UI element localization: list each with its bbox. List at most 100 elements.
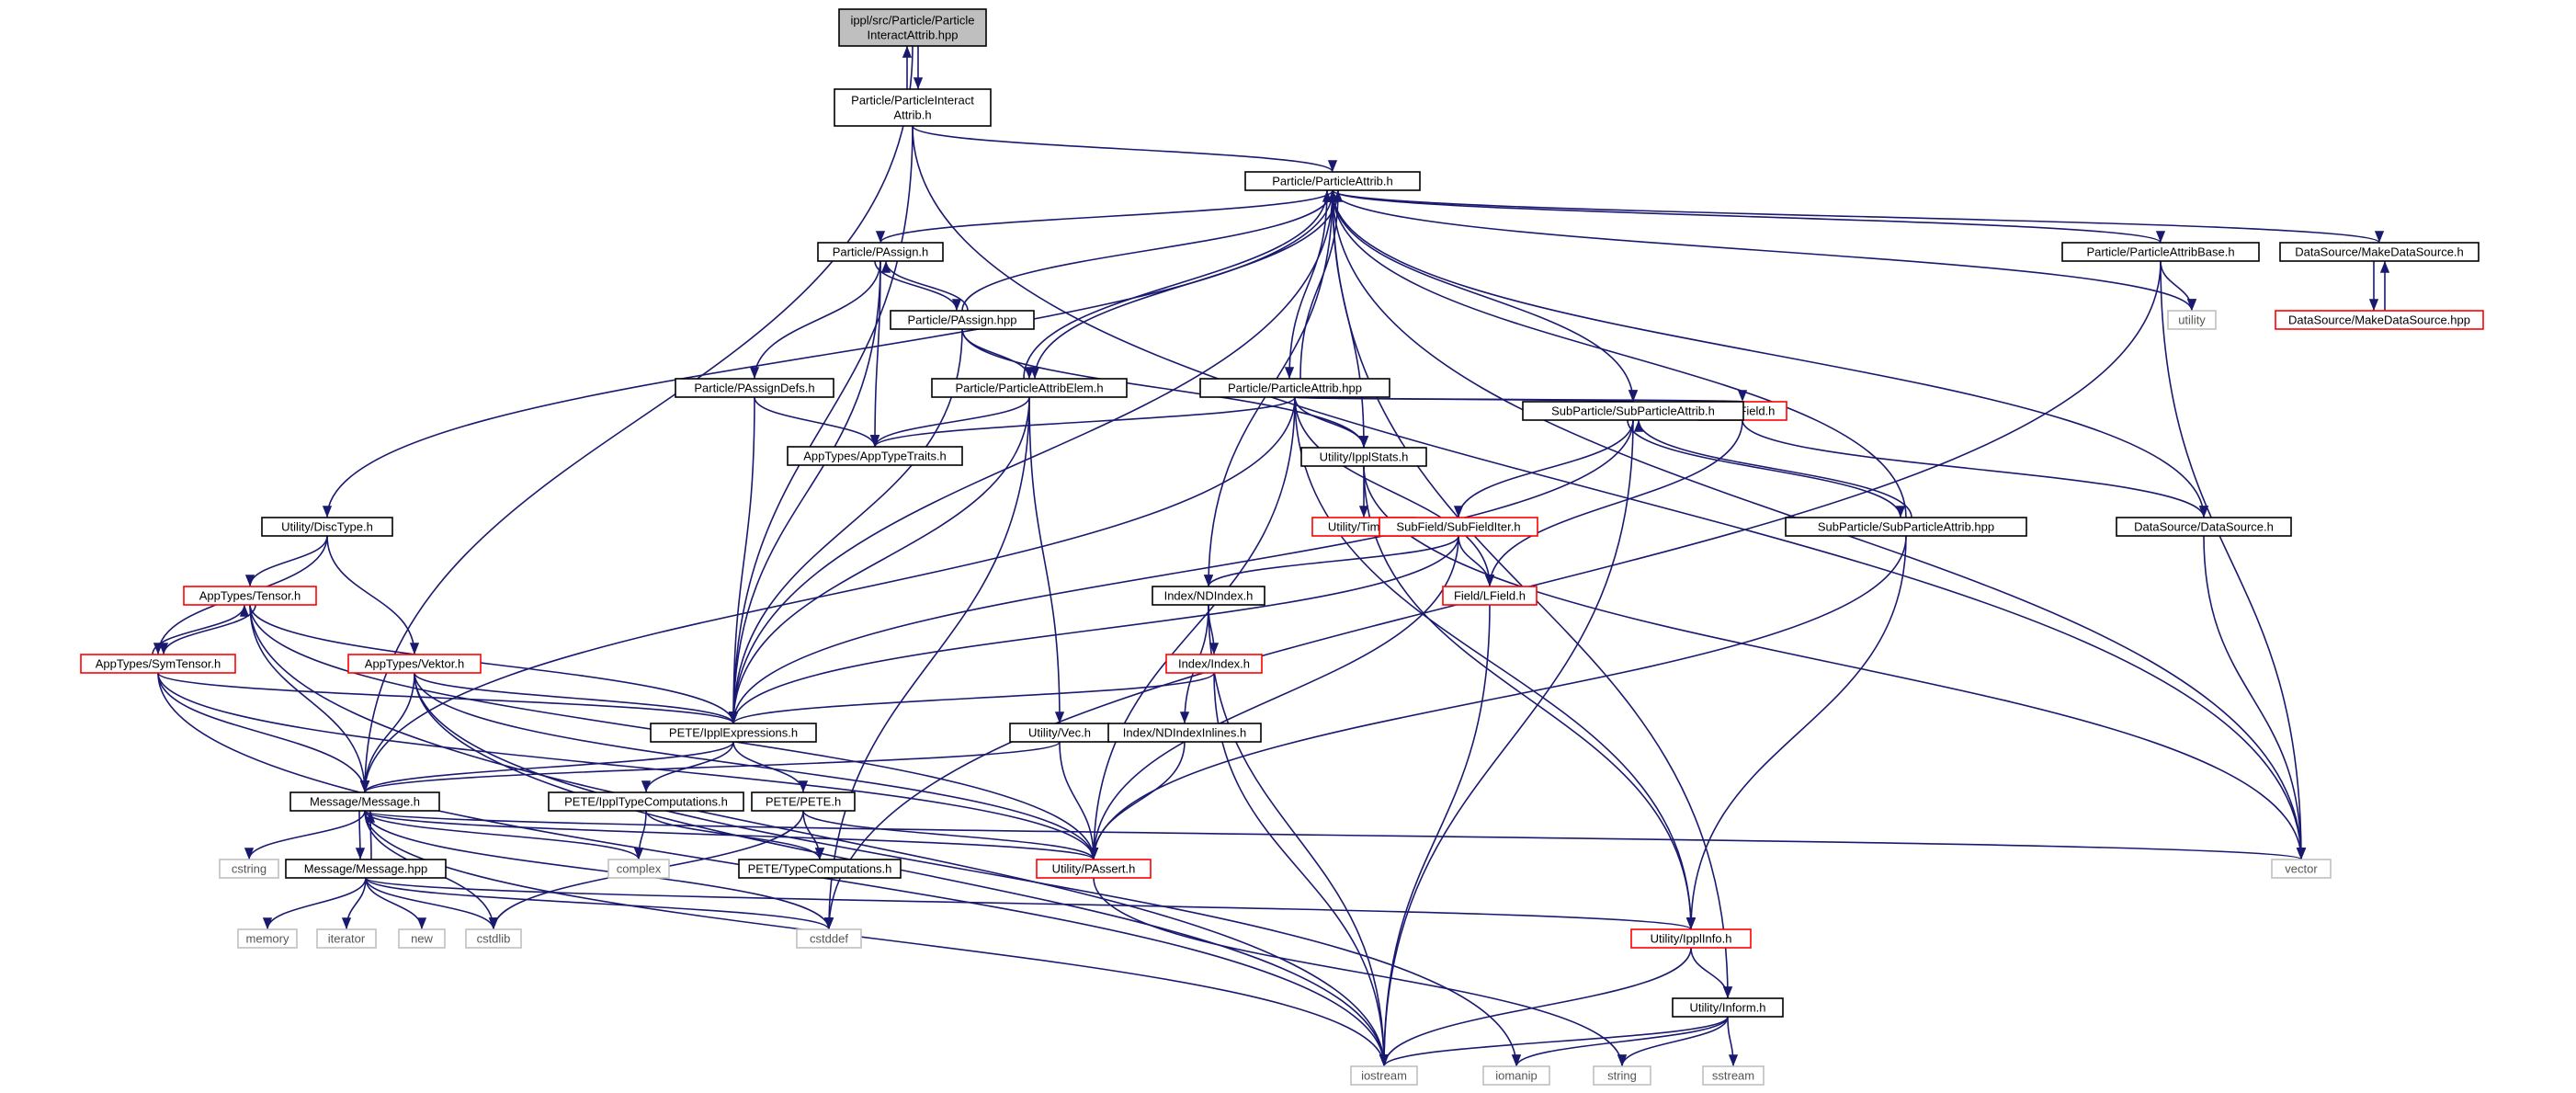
- edge-subpa_hpp-to-pattrib_h: [1327, 189, 1907, 518]
- node-vector[interactable]: vector: [2271, 859, 2332, 879]
- node-label: iostream: [1361, 1069, 1407, 1083]
- node-iomanip[interactable]: iomanip: [1482, 1065, 1550, 1086]
- edge-passign_h-to-passign_hpp: [874, 260, 962, 312]
- edge-message_hpp-to-iterator: [341, 877, 367, 930]
- edge-message_hpp-to-message_h: [365, 810, 376, 860]
- node-disctype[interactable]: Utility/DiscType.h: [261, 517, 393, 537]
- node-label: string: [1607, 1069, 1637, 1083]
- edge-pattrib_h-to-disctype: [322, 189, 1333, 518]
- node-pattrib_hpp[interactable]: Particle/ParticleAttrib.hpp: [1199, 378, 1390, 398]
- edge-subfielditer-to-ndindex: [1204, 535, 1459, 587]
- node-box: [1630, 928, 1752, 949]
- node-ipplstats[interactable]: Utility/IpplStats.h: [1300, 447, 1427, 467]
- node-pete_h[interactable]: PETE/PETE.h: [751, 791, 856, 812]
- node-box: [751, 791, 856, 812]
- node-subpa_h[interactable]: SubParticle/SubParticleAttrib.h: [1522, 401, 1744, 421]
- edge-subpa_h-to-iostream: [1379, 419, 1634, 1067]
- node-cstring[interactable]: cstring: [219, 859, 279, 879]
- node-inform[interactable]: Utility/Inform.h: [1672, 997, 1784, 1018]
- node-box: [834, 88, 992, 127]
- node-subpa_hpp[interactable]: SubParticle/SubParticleAttrib.hpp: [1785, 517, 2027, 537]
- node-label: Particle/ParticleInteract: [851, 94, 974, 108]
- node-pattrib_h[interactable]: Particle/ParticleAttrib.h: [1244, 171, 1421, 191]
- node-box: [1522, 401, 1744, 421]
- node-box: [838, 8, 987, 47]
- node-box: [1036, 859, 1152, 879]
- node-label: SubParticle/SubParticleAttrib.hpp: [1818, 520, 1994, 534]
- node-label: Particle/PAssign.h: [833, 245, 929, 259]
- edge-passign_h-to-passigndefs_h: [749, 260, 881, 380]
- edge-subpa_hpp-to-ipplinfo: [1685, 535, 1907, 930]
- edge-tensor-to-iostream: [249, 604, 1390, 1067]
- edge-pattrib_h-to-ipplexpr: [728, 189, 1333, 724]
- edge-pia_h-to-vector: [912, 125, 2307, 860]
- node-ndindex[interactable]: Index/NDIndex.h: [1152, 586, 1265, 606]
- node-root[interactable]: ippl/src/Particle/ParticleInteractAttrib…: [838, 8, 987, 47]
- node-passign_hpp[interactable]: Particle/PAssign.hpp: [890, 310, 1035, 330]
- edge-message_h-to-vector: [364, 810, 2306, 860]
- node-passign_h[interactable]: Particle/PAssign.h: [817, 242, 944, 262]
- node-utility[interactable]: utility: [2167, 310, 2217, 330]
- node-message_h[interactable]: Message/Message.h: [289, 791, 440, 812]
- node-makeds_hpp[interactable]: DataSource/MakeDataSource.hpp: [2275, 310, 2484, 330]
- edge-pae_h-to-cstddef: [823, 396, 1030, 930]
- node-sstream[interactable]: sstream: [1702, 1065, 1765, 1086]
- edge-message_hpp-to-new: [365, 877, 427, 930]
- node-pab_h[interactable]: Particle/ParticleAttribBase.h: [2061, 242, 2260, 262]
- node-subfielditer[interactable]: SubField/SubFieldIter.h: [1379, 517, 1538, 537]
- node-cstddef[interactable]: cstddef: [796, 928, 862, 949]
- node-new[interactable]: new: [398, 928, 446, 949]
- node-label: PETE/IpplTypeComputations.h: [564, 795, 728, 809]
- node-message_hpp[interactable]: Message/Message.hpp: [285, 859, 447, 879]
- node-iostream[interactable]: iostream: [1350, 1065, 1418, 1086]
- node-box: [237, 928, 298, 949]
- edge-lfield-to-iostream: [1379, 604, 1491, 1067]
- node-memory[interactable]: memory: [237, 928, 298, 949]
- node-ipplinfo[interactable]: Utility/IpplInfo.h: [1630, 928, 1752, 949]
- node-box: [817, 242, 944, 262]
- edge-message_hpp-to-cstddef: [365, 877, 834, 930]
- node-vec_h[interactable]: Utility/Vec.h: [1009, 723, 1110, 743]
- node-box: [1199, 378, 1390, 398]
- node-passigndefs_h[interactable]: Particle/PAssignDefs.h: [675, 378, 834, 398]
- node-label: SubParticle/SubParticleAttrib.h: [1551, 404, 1715, 418]
- edge-pete_h-to-passert: [802, 810, 1098, 860]
- node-box: [650, 723, 817, 743]
- edge-symtensor-to-tensor: [152, 604, 250, 655]
- node-box: [1165, 654, 1263, 674]
- node-pae_h[interactable]: Particle/ParticleAttribElem.h: [931, 378, 1128, 398]
- node-iterator[interactable]: iterator: [316, 928, 377, 949]
- node-ipplexpr[interactable]: PETE/IpplExpressions.h: [650, 723, 817, 743]
- node-string[interactable]: string: [1593, 1065, 1651, 1086]
- node-box: [1482, 1065, 1550, 1086]
- edge-vec_h-to-passert: [1059, 741, 1099, 860]
- node-label: AppTypes/Tensor.h: [199, 589, 301, 603]
- node-label: AppTypes/SymTensor.h: [96, 657, 221, 671]
- node-box: [1350, 1065, 1418, 1086]
- node-cstdlib[interactable]: cstdlib: [465, 928, 522, 949]
- node-lfield[interactable]: Field/LField.h: [1442, 586, 1538, 606]
- node-symtensor[interactable]: AppTypes/SymTensor.h: [80, 654, 236, 674]
- node-typecomp[interactable]: PETE/TypeComputations.h: [738, 859, 902, 879]
- node-box: [80, 654, 236, 674]
- edge-message_hpp-to-cstdlib: [365, 877, 499, 930]
- node-box: [1785, 517, 2027, 537]
- node-tensor[interactable]: AppTypes/Tensor.h: [183, 586, 317, 606]
- node-label: Field/LField.h: [1454, 589, 1526, 603]
- edge-subfielditer-to-passert: [1088, 535, 1459, 860]
- node-ippltypecomp[interactable]: PETE/IpplTypeComputations.h: [548, 791, 744, 812]
- node-label: DataSource/MakeDataSource.h: [2295, 245, 2464, 259]
- node-vektor[interactable]: AppTypes/Vektor.h: [347, 654, 482, 674]
- edge-field_h-to-lfield: [1484, 419, 1743, 587]
- edge-ndindex-to-iostream: [1208, 604, 1390, 1067]
- node-ndindexinl[interactable]: Index/NDIndexInlines.h: [1107, 723, 1262, 743]
- node-apptypetraits[interactable]: AppTypes/AppTypeTraits.h: [787, 446, 963, 466]
- edge-pattrib_h-to-pab_h: [1332, 189, 2165, 244]
- node-datasource_h[interactable]: DataSource/DataSource.h: [2116, 517, 2292, 537]
- node-complex[interactable]: complex: [607, 859, 670, 879]
- node-makeds_h[interactable]: DataSource/MakeDataSource.h: [2279, 242, 2480, 262]
- edge-inform-to-sstream: [1727, 1016, 1739, 1067]
- node-index_h[interactable]: Index/Index.h: [1165, 654, 1263, 674]
- node-passert[interactable]: Utility/PAssert.h: [1036, 859, 1152, 879]
